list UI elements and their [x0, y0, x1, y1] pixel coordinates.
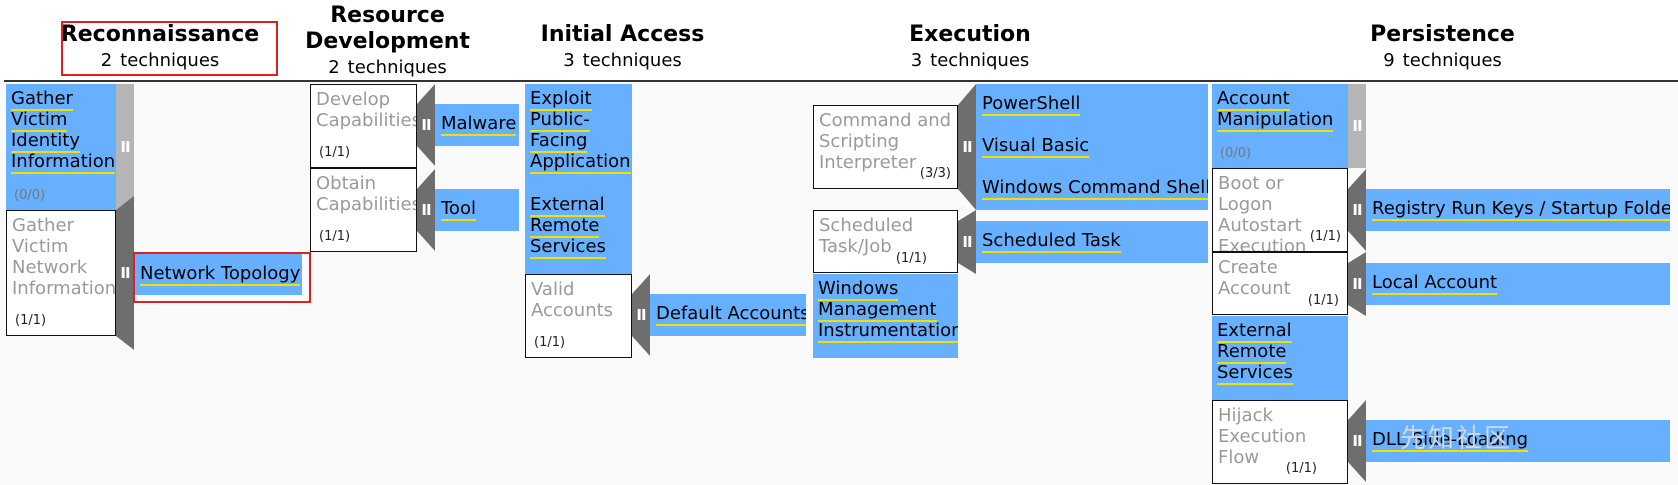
handle-arrow — [1348, 400, 1366, 420]
expand-handle[interactable]: II — [1348, 420, 1366, 462]
subtechnique-visual-basic[interactable]: Visual Basic — [976, 126, 1208, 168]
technique-ratio: (1/1) — [1309, 229, 1341, 244]
technique-scheduled-task-job[interactable]: Scheduled Task/Job (1/1) — [813, 210, 958, 273]
handle-arrow — [958, 84, 976, 105]
technique-windows-management-instrumentation[interactable]: Windows Management Instrumentation — [813, 274, 958, 358]
technique-ratio: (1/1) — [319, 145, 351, 160]
expand-handle[interactable]: II — [632, 294, 650, 336]
technique-external-remote-services[interactable]: External Remote Services — [525, 190, 632, 274]
technique-exploit-public-facing[interactable]: Exploit Public- Facing Application — [525, 84, 632, 190]
handle-arrow — [958, 210, 976, 221]
technique-account-manipulation[interactable]: Account Manipulation (0/0) — [1212, 84, 1348, 168]
expand-handle[interactable]: II — [1348, 189, 1366, 231]
subtechnique-scheduled-task[interactable]: Scheduled Task — [976, 221, 1208, 263]
technique-ratio: (1/1) — [15, 313, 47, 328]
technique-command-scripting-interpreter[interactable]: Command and Scripting Interpreter (3/3) — [813, 105, 958, 189]
technique-gather-victim-network[interactable]: Gather Victim Network Information (1/1) — [6, 210, 116, 336]
technique-ratio: (1/1) — [1285, 461, 1317, 476]
subtechnique-registry-run-keys[interactable]: Registry Run Keys / Startup Folder — [1366, 189, 1670, 231]
subtechnique-network-topology[interactable]: Network Topology — [134, 254, 302, 295]
expand-handle[interactable]: II — [958, 221, 976, 263]
expand-handle[interactable]: II — [958, 105, 976, 189]
technique-develop-capabilities[interactable]: Develop Capabilities (1/1) — [310, 84, 417, 168]
technique-ratio: (1/1) — [534, 335, 566, 350]
header-divider — [4, 80, 1678, 82]
handle-arrow — [1348, 231, 1366, 251]
technique-ratio: (1/1) — [319, 229, 351, 244]
technique-ratio: (0/0) — [14, 188, 46, 203]
technique-ratio: (0/0) — [1220, 146, 1252, 161]
subtechnique-powershell[interactable]: PowerShell — [976, 84, 1208, 126]
expand-handle[interactable]: II — [417, 189, 435, 231]
technique-ratio: (3/3) — [919, 166, 951, 181]
expand-handle[interactable]: II — [417, 104, 435, 146]
subtechnique-malware[interactable]: Malware — [435, 104, 519, 146]
tactic-title: Reconnaissance — [60, 22, 260, 47]
subtechnique-dll-side-loading[interactable]: DLL Side-Loading — [1366, 420, 1670, 462]
handle-arrow — [1348, 462, 1366, 482]
handle-arrow — [417, 169, 435, 189]
technique-hijack-execution-flow[interactable]: Hijack Execution Flow (1/1) — [1212, 400, 1348, 484]
handle-arrow — [1348, 169, 1366, 189]
expand-handle[interactable]: II — [116, 210, 134, 336]
technique-obtain-capabilities[interactable]: Obtain Capabilities (1/1) — [310, 168, 417, 252]
tactic-title: Initial Access — [540, 22, 705, 47]
technique-external-remote-services-persistence[interactable]: External Remote Services — [1212, 316, 1348, 400]
subtechnique-local-account[interactable]: Local Account — [1366, 263, 1670, 305]
technique-gather-victim-identity[interactable]: Gather Victim Identity Information (0/0) — [6, 84, 116, 210]
watermark: 先知社区 — [1400, 424, 1513, 454]
handle-arrow — [1348, 305, 1366, 316]
technique-create-account[interactable]: Create Account (1/1) — [1212, 252, 1348, 315]
expand-handle[interactable]: II — [1348, 263, 1366, 305]
expand-handle[interactable]: II — [1348, 84, 1366, 168]
tactic-title: Resource Development — [305, 3, 470, 54]
tactic-title: Persistence — [1370, 22, 1515, 47]
handle-arrow — [1348, 252, 1366, 263]
handle-arrow — [958, 263, 976, 274]
technique-ratio: (1/1) — [1307, 293, 1339, 308]
handle-arrow — [417, 84, 435, 104]
handle-arrow — [417, 231, 435, 251]
handle-arrow — [632, 274, 650, 294]
technique-boot-logon-autostart[interactable]: Boot or Logon Autostart Execution (1/1) — [1212, 168, 1348, 252]
handle-arrow — [632, 336, 650, 356]
handle-arrow — [116, 336, 134, 350]
technique-ratio: (1/1) — [895, 251, 927, 266]
subtechnique-tool[interactable]: Tool — [435, 189, 519, 231]
handle-arrow — [116, 196, 134, 210]
technique-valid-accounts[interactable]: Valid Accounts (1/1) — [525, 274, 632, 358]
tactic-title: Execution — [909, 22, 1031, 47]
handle-arrow — [958, 189, 976, 210]
handle-arrow — [417, 146, 435, 166]
expand-handle[interactable]: II — [116, 84, 134, 210]
subtechnique-windows-command-shell[interactable]: Windows Command Shell — [976, 168, 1208, 210]
subtechnique-default-accounts[interactable]: Default Accounts — [650, 294, 806, 336]
